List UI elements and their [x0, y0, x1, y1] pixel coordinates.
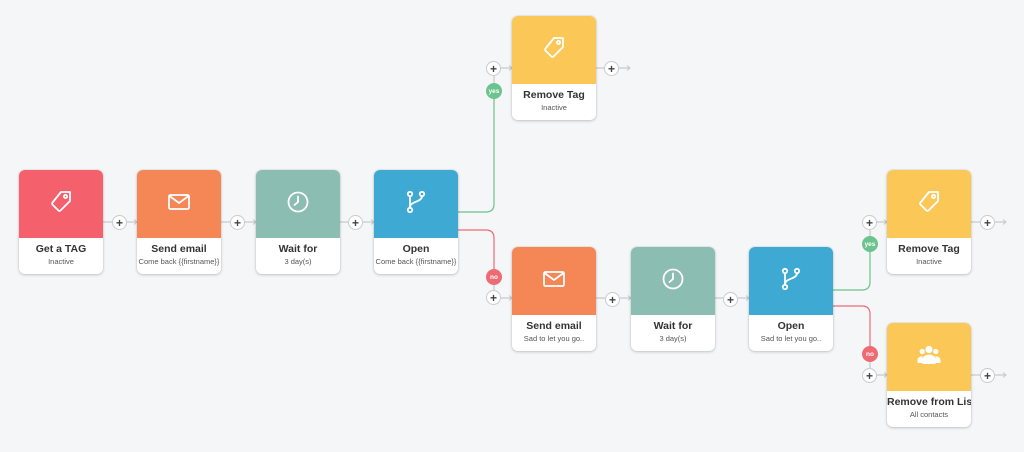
connector-arrow [626, 65, 631, 71]
node-header [256, 170, 340, 238]
node-subtitle: 3 day(s) [659, 334, 687, 343]
node-title: Remove Tag [898, 243, 960, 255]
node-wait-for[interactable]: Wait for 3 day(s) [256, 170, 340, 274]
node-header [887, 170, 971, 238]
node-send-email[interactable]: Send email Sad to let you go.. [512, 247, 596, 351]
node-header [137, 170, 221, 238]
node-remove-from-list[interactable]: Remove from List All contacts [887, 323, 971, 427]
node-title: Open [402, 243, 430, 255]
node-subtitle: Sad to let you go.. [760, 334, 822, 343]
add-step-button[interactable]: + [980, 368, 995, 383]
node-title: Remove from List [887, 396, 971, 408]
node-subtitle: Inactive [48, 257, 74, 266]
node-header [631, 247, 715, 315]
tag-icon [916, 189, 942, 220]
node-header [887, 323, 971, 391]
node-send-email[interactable]: Send email Come back {{firstname}} [137, 170, 221, 274]
node-title: Get a TAG [35, 243, 87, 255]
node-get-a-tag[interactable]: Get a TAG Inactive [19, 170, 103, 274]
tag-icon [48, 189, 74, 220]
no-branch-badge: no [862, 346, 878, 362]
envelope-icon [541, 266, 567, 297]
add-step-button[interactable]: + [112, 215, 127, 230]
node-header [749, 247, 833, 315]
add-step-button[interactable]: + [605, 292, 620, 307]
node-subtitle: All contacts [909, 410, 949, 419]
node-wait-for[interactable]: Wait for 3 day(s) [631, 247, 715, 351]
node-header [512, 247, 596, 315]
yes-branch-badge: yes [486, 83, 502, 99]
tag-icon [541, 35, 567, 66]
node-title: Send email [151, 243, 207, 255]
add-step-button[interactable]: + [348, 215, 363, 230]
connector-arrow [1002, 372, 1007, 378]
node-title: Wait for [653, 320, 693, 332]
node-subtitle: Come back {{firstname}} [375, 257, 457, 266]
add-step-button[interactable]: + [486, 290, 501, 305]
no-branch-line [833, 305, 871, 346]
node-header [19, 170, 103, 238]
node-subtitle: Inactive [541, 103, 567, 112]
node-open[interactable]: Open Come back {{firstname}} [374, 170, 458, 274]
add-step-button[interactable]: + [862, 215, 877, 230]
no-branch-badge: no [486, 269, 502, 285]
clock-icon [285, 189, 311, 220]
add-step-button[interactable]: + [723, 292, 738, 307]
branch-icon [778, 266, 804, 297]
add-step-button[interactable]: + [604, 61, 619, 76]
node-title: Wait for [278, 243, 318, 255]
yes-branch-line [833, 252, 871, 291]
yes-branch-line [458, 91, 495, 213]
clock-icon [660, 266, 686, 297]
node-subtitle: Come back {{firstname}} [138, 257, 220, 266]
node-title: Send email [526, 320, 582, 332]
node-remove-tag[interactable]: Remove Tag Inactive [887, 170, 971, 274]
node-header [374, 170, 458, 238]
node-title: Open [777, 320, 805, 332]
yes-branch-badge: yes [862, 236, 878, 252]
connector-arrow [1002, 219, 1007, 225]
branch-icon [403, 189, 429, 220]
node-subtitle: Inactive [916, 257, 942, 266]
node-header [512, 16, 596, 84]
envelope-icon [166, 189, 192, 220]
node-title: Remove Tag [523, 89, 585, 101]
no-branch-line [458, 229, 495, 269]
add-step-button[interactable]: + [230, 215, 245, 230]
group-icon [916, 342, 942, 373]
add-step-button[interactable]: + [862, 368, 877, 383]
add-step-button[interactable]: + [486, 61, 501, 76]
node-subtitle: Sad to let you go.. [523, 334, 585, 343]
node-remove-tag[interactable]: Remove Tag Inactive [512, 16, 596, 120]
node-subtitle: 3 day(s) [284, 257, 312, 266]
node-open[interactable]: Open Sad to let you go.. [749, 247, 833, 351]
add-step-button[interactable]: + [980, 215, 995, 230]
